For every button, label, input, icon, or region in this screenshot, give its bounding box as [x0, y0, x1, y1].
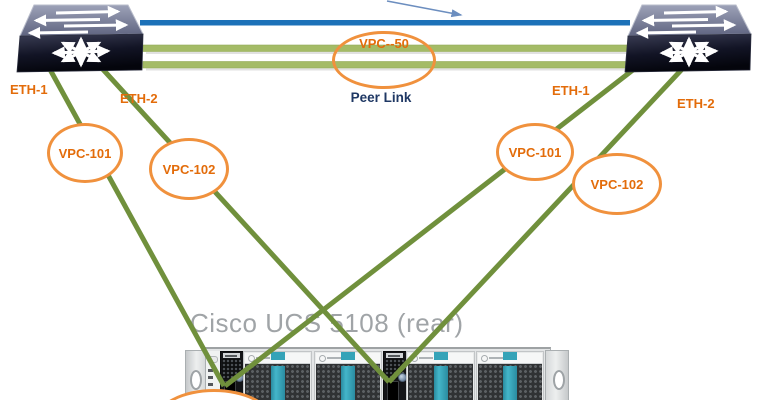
- chassis-title: Cisco UCS 5108 (rear): [190, 308, 464, 338]
- fan-latch: [433, 352, 448, 360]
- chassis-left-panel: [205, 351, 221, 400]
- rack-screw-hole: [553, 370, 565, 390]
- vpc-50-ellipse: VPC--50: [332, 31, 436, 89]
- fan-module: [243, 351, 312, 400]
- iom-uplink-port: [387, 381, 399, 400]
- left-eth2-label: ETH-2: [120, 91, 158, 106]
- rack-screw-hole: [190, 370, 202, 390]
- iom-uplink-port: [224, 381, 236, 400]
- left-vpc-102-ellipse: VPC-102: [149, 138, 229, 200]
- fan-latch: [503, 352, 517, 360]
- fan-label: [419, 357, 433, 359]
- fan-latch: [341, 352, 355, 360]
- rack-ear-left: [185, 350, 206, 400]
- keepalive-link: [140, 20, 630, 26]
- callout-arrow: [386, 0, 463, 18]
- vpc-101-label: VPC-101: [508, 144, 562, 160]
- peer-link: [142, 44, 628, 71]
- fan-handle: [341, 366, 355, 400]
- iom-label: [223, 353, 240, 358]
- right-vpc-101-ellipse: VPC-101: [496, 123, 574, 181]
- panel-slot: [208, 356, 218, 363]
- fan-module: [476, 351, 544, 400]
- fan-module: [314, 351, 382, 400]
- fan-latch: [270, 352, 285, 360]
- right-eth1-label: ETH-1: [552, 83, 590, 98]
- ucs-5108-chassis: [185, 347, 569, 400]
- fan-module: [406, 351, 475, 400]
- vpc-50-label: VPC--50: [359, 36, 409, 51]
- nexus-switch-left-icon: [17, 5, 143, 72]
- iom-label: [386, 353, 403, 358]
- vpc-102-label: VPC-102: [162, 161, 216, 177]
- panel-led: [208, 369, 213, 372]
- fan-handle: [270, 366, 285, 400]
- cisco-logo-icon: [319, 355, 326, 362]
- fan-label: [256, 357, 270, 359]
- fan-handle: [503, 366, 517, 400]
- fan-handle: [433, 366, 448, 400]
- iom-module-a: [220, 351, 244, 400]
- cisco-logo-icon: [481, 355, 488, 362]
- iom-module-b: [383, 351, 407, 400]
- cisco-logo-icon: [248, 355, 255, 362]
- cisco-logo-icon: [411, 355, 418, 362]
- left-eth1-label: ETH-1: [10, 82, 48, 97]
- fan-label: [327, 357, 341, 359]
- right-vpc-102-ellipse: VPC-102: [572, 153, 662, 215]
- left-vpc-101-ellipse: VPC-101: [47, 123, 123, 183]
- nexus-switch-right-icon: [625, 5, 751, 72]
- peer-link-label: Peer Link: [350, 90, 412, 105]
- rack-ear-right: [545, 350, 569, 400]
- chassis-body: [203, 347, 551, 400]
- panel-led: [208, 383, 213, 386]
- vpc-101-label: VPC-101: [58, 145, 112, 161]
- panel-led: [208, 376, 213, 379]
- right-eth2-label: ETH-2: [677, 96, 715, 111]
- vpc-102-label: VPC-102: [590, 176, 644, 192]
- fan-label: [489, 357, 503, 359]
